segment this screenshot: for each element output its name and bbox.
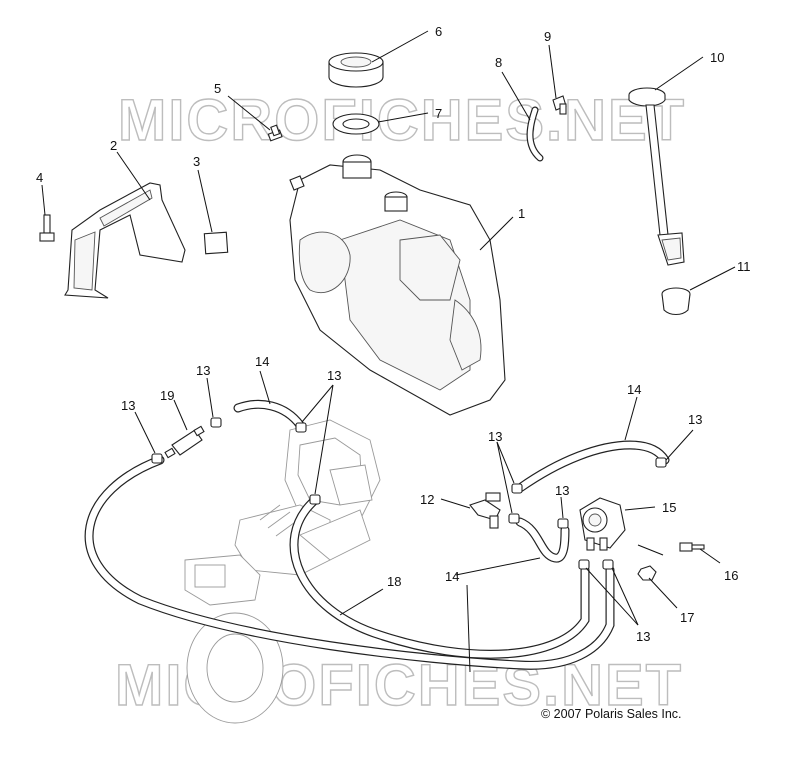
- sender-grommet: [661, 287, 691, 316]
- callout-13-d: 13: [488, 429, 502, 444]
- callout-13-e: 13: [555, 483, 569, 498]
- fuel-hose-14-short: [515, 517, 570, 563]
- leader-lines: [41, 30, 736, 673]
- clamp-13h: [655, 457, 667, 468]
- screw-5: [267, 124, 283, 142]
- clamp-13e: [511, 483, 523, 494]
- fuel-sender: [628, 87, 685, 266]
- callout-14-b: 14: [627, 382, 641, 397]
- rubber-pad: [203, 231, 229, 255]
- callout-4: 4: [36, 170, 43, 185]
- fuel-cap: [328, 52, 384, 88]
- screw-16: [679, 542, 705, 552]
- callout-3: 3: [193, 154, 200, 169]
- callout-13-b: 13: [196, 363, 210, 378]
- tee-fitting: [469, 492, 501, 529]
- callout-18: 18: [387, 574, 401, 589]
- callout-labels: 1 2 3 4 5 6 7 8 9 10 11 12 13 13 13 13 1…: [36, 24, 751, 644]
- cap-gasket: [332, 113, 380, 135]
- callout-9: 9: [544, 29, 551, 44]
- callout-12: 12: [420, 492, 434, 507]
- callout-6: 6: [435, 24, 442, 39]
- callout-17: 17: [680, 610, 694, 625]
- engine-assembly-ghost: [184, 419, 381, 724]
- fuel-hose-18: [84, 455, 615, 670]
- callout-13-g: 13: [636, 629, 650, 644]
- clamp-13i: [578, 559, 590, 570]
- callout-14-c: 14: [445, 569, 459, 584]
- fuel-filter: [579, 497, 626, 551]
- watermark-top: MICROFICHES.NET: [118, 88, 686, 153]
- callout-1: 1: [518, 206, 525, 221]
- copyright-notice: © 2007 Polaris Sales Inc.: [541, 707, 682, 721]
- clamp-13d: [309, 494, 321, 505]
- fuel-tank: [289, 154, 506, 416]
- callout-11: 11: [737, 259, 751, 274]
- clamp-13b: [210, 417, 222, 428]
- bolt-4: [39, 214, 55, 242]
- clamp-13j: [602, 559, 614, 570]
- callout-7: 7: [435, 106, 442, 121]
- fuel-hose-14-lower: [289, 495, 590, 659]
- callout-14-a: 14: [255, 354, 269, 369]
- callout-19: 19: [160, 388, 174, 403]
- clamp-13c: [295, 422, 307, 433]
- inline-filter: [164, 425, 205, 459]
- clamp-13a: [151, 453, 163, 464]
- tank-bracket: [64, 182, 186, 299]
- nut-17: [637, 565, 657, 581]
- callout-8: 8: [495, 55, 502, 70]
- callout-13-f: 13: [688, 412, 702, 427]
- vent-fitting: [552, 95, 567, 115]
- hose-clamps: [151, 417, 667, 570]
- clamp-13f: [508, 513, 520, 524]
- callout-5: 5: [214, 81, 221, 96]
- fuel-hose-14-upper-right: [515, 440, 670, 493]
- callout-2: 2: [110, 138, 117, 153]
- clamp-13g: [557, 518, 569, 529]
- fuel-hose-14-upper-left: [233, 399, 305, 430]
- callout-10: 10: [710, 50, 724, 65]
- callout-16: 16: [724, 568, 738, 583]
- vent-hose: [526, 106, 544, 162]
- callout-13-a: 13: [121, 398, 135, 413]
- callout-13-c: 13: [327, 368, 341, 383]
- callout-15: 15: [662, 500, 676, 515]
